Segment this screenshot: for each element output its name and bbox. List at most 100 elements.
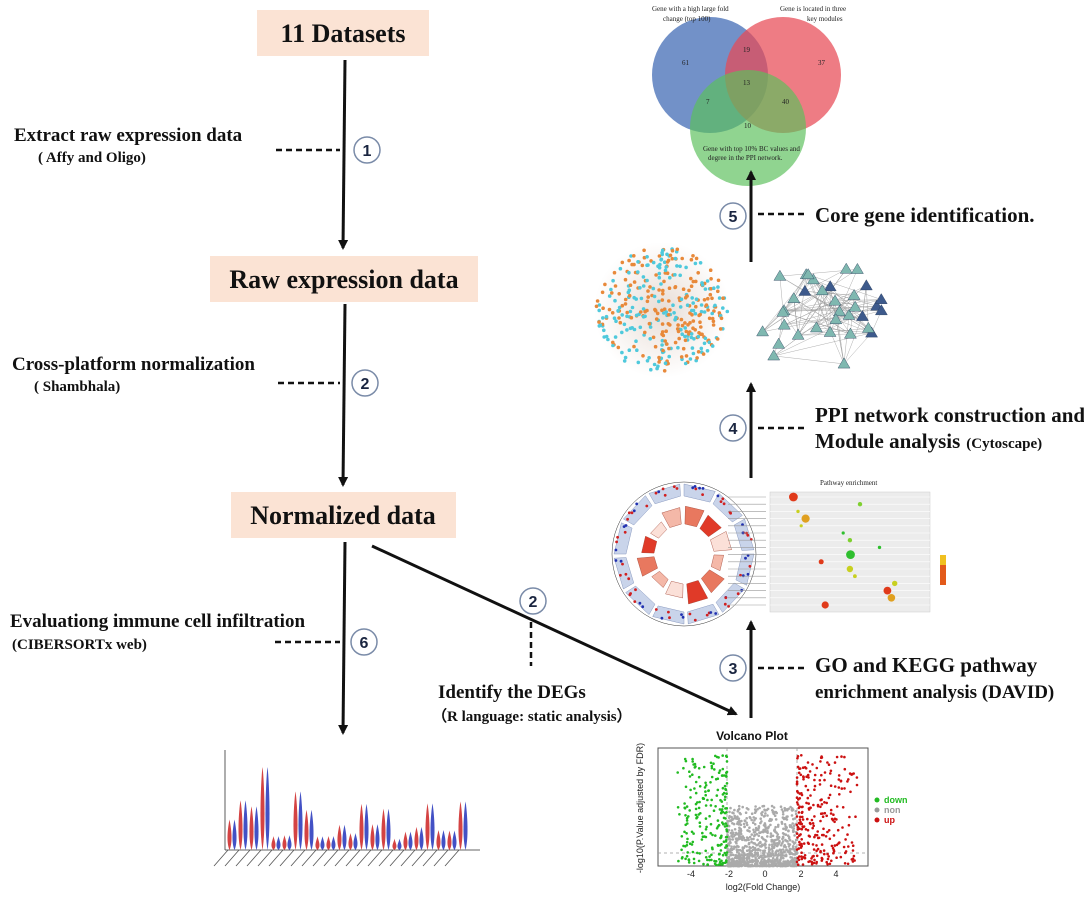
network-node bbox=[691, 279, 696, 284]
venn-label-right-1: Gene is located in three bbox=[780, 5, 846, 13]
network-node bbox=[706, 296, 710, 301]
volcano-point-down bbox=[698, 800, 701, 804]
go-gene-dot bbox=[719, 500, 723, 503]
network-node bbox=[622, 359, 627, 363]
volcano-point-down bbox=[725, 792, 728, 795]
volcano-point-down bbox=[702, 797, 705, 800]
network-edge bbox=[762, 274, 809, 332]
network-node bbox=[625, 328, 629, 332]
network-edge bbox=[813, 279, 856, 308]
violin-shape bbox=[243, 800, 248, 850]
volcano-point-down bbox=[691, 757, 694, 761]
network-edge bbox=[784, 315, 850, 326]
network-node bbox=[660, 332, 664, 337]
network-node bbox=[696, 350, 701, 354]
violin-category-tick bbox=[213, 849, 229, 867]
volcano-point-down bbox=[690, 843, 694, 846]
volcano-point-non bbox=[789, 824, 793, 827]
network-node bbox=[705, 279, 710, 283]
volcano-point-up bbox=[827, 763, 831, 766]
network-node bbox=[648, 337, 652, 341]
volcano-point-down bbox=[678, 813, 681, 816]
network-edge bbox=[773, 355, 845, 365]
volcano-point-non bbox=[736, 848, 739, 852]
volcano-point-down bbox=[694, 813, 698, 817]
venn-circle-bottom bbox=[690, 70, 806, 186]
venn-count-center: 13 bbox=[743, 79, 751, 87]
volcano-point-non bbox=[741, 838, 744, 842]
volcano-point-up bbox=[813, 815, 816, 818]
go-gene-dot bbox=[661, 487, 665, 491]
volcano-point-up bbox=[804, 767, 808, 770]
network-node bbox=[677, 336, 681, 341]
volcano-point-down bbox=[709, 761, 713, 765]
volcano-point-down bbox=[710, 853, 713, 857]
volcano-point-down bbox=[721, 774, 725, 777]
network-node bbox=[627, 293, 632, 298]
volcano-point-non bbox=[762, 815, 766, 818]
volcano-point-non bbox=[759, 821, 762, 825]
volcano-point-down bbox=[724, 817, 727, 820]
violin-shape bbox=[452, 830, 457, 850]
go-term-band bbox=[613, 522, 633, 555]
network-node bbox=[661, 292, 665, 296]
volcano-point-up bbox=[835, 805, 839, 808]
network-node bbox=[710, 296, 714, 301]
violin-shape bbox=[276, 836, 281, 850]
enrichment-dot bbox=[846, 550, 855, 559]
network-node bbox=[651, 260, 656, 265]
volcano-point-non bbox=[744, 811, 748, 814]
volcano-point-non bbox=[790, 814, 794, 817]
network-node bbox=[653, 308, 658, 313]
volcano-point-up bbox=[846, 780, 849, 783]
network-node bbox=[651, 335, 656, 340]
volcano-point-up bbox=[796, 755, 800, 758]
violin-shape bbox=[293, 791, 298, 850]
volcano-point-non bbox=[735, 841, 738, 845]
volcano-point-up bbox=[800, 822, 804, 826]
volcano-point-up bbox=[796, 836, 799, 839]
volcano-point-non bbox=[777, 836, 781, 839]
network-node bbox=[597, 303, 602, 307]
violin-shape bbox=[359, 803, 364, 850]
go-gene-dot bbox=[624, 572, 628, 576]
volcano-point-up bbox=[819, 849, 822, 853]
violin-shape bbox=[425, 803, 430, 850]
volcano-point-non bbox=[775, 856, 779, 860]
module-node bbox=[823, 280, 837, 292]
volcano-point-non bbox=[793, 856, 796, 860]
step-6-sub: (CIBERSORTx web) bbox=[12, 637, 147, 653]
volcano-point-up bbox=[824, 835, 828, 838]
volcano-point-down bbox=[717, 863, 721, 866]
volcano-point-non bbox=[761, 864, 764, 868]
volcano-point-non bbox=[784, 817, 788, 821]
venn-label-left-1: Gene with a high large fold bbox=[652, 5, 729, 13]
network-node bbox=[616, 309, 620, 313]
module-node bbox=[874, 293, 888, 304]
volcano-point-up bbox=[835, 856, 838, 859]
volcano-point-up bbox=[851, 860, 855, 863]
volcano-point-non bbox=[786, 840, 789, 843]
volcano-point-up bbox=[823, 811, 827, 815]
network-edge bbox=[783, 279, 814, 311]
network-node bbox=[690, 313, 694, 317]
volcano-point-non bbox=[784, 838, 787, 842]
network-node bbox=[689, 257, 694, 262]
volcano-point-non bbox=[748, 826, 751, 829]
volcano-point-down bbox=[685, 805, 689, 808]
volcano-point-down bbox=[725, 828, 728, 831]
volcano-point-non bbox=[753, 833, 757, 837]
volcano-point-non bbox=[741, 850, 744, 854]
volcano-point-up bbox=[809, 794, 812, 797]
volcano-point-non bbox=[768, 853, 772, 857]
volcano-point-non bbox=[751, 860, 754, 864]
volcano-point-non bbox=[767, 850, 771, 854]
volcano-point-non bbox=[795, 838, 799, 841]
violin-shape bbox=[414, 826, 419, 850]
network-node bbox=[612, 316, 617, 321]
venn-label-left-2: change (top 100) bbox=[663, 15, 711, 23]
venn-count-right-bottom: 40 bbox=[782, 98, 790, 106]
volcano-point-down bbox=[725, 811, 728, 814]
go-gene-dot bbox=[623, 530, 627, 534]
violin-category-tick bbox=[378, 849, 394, 867]
